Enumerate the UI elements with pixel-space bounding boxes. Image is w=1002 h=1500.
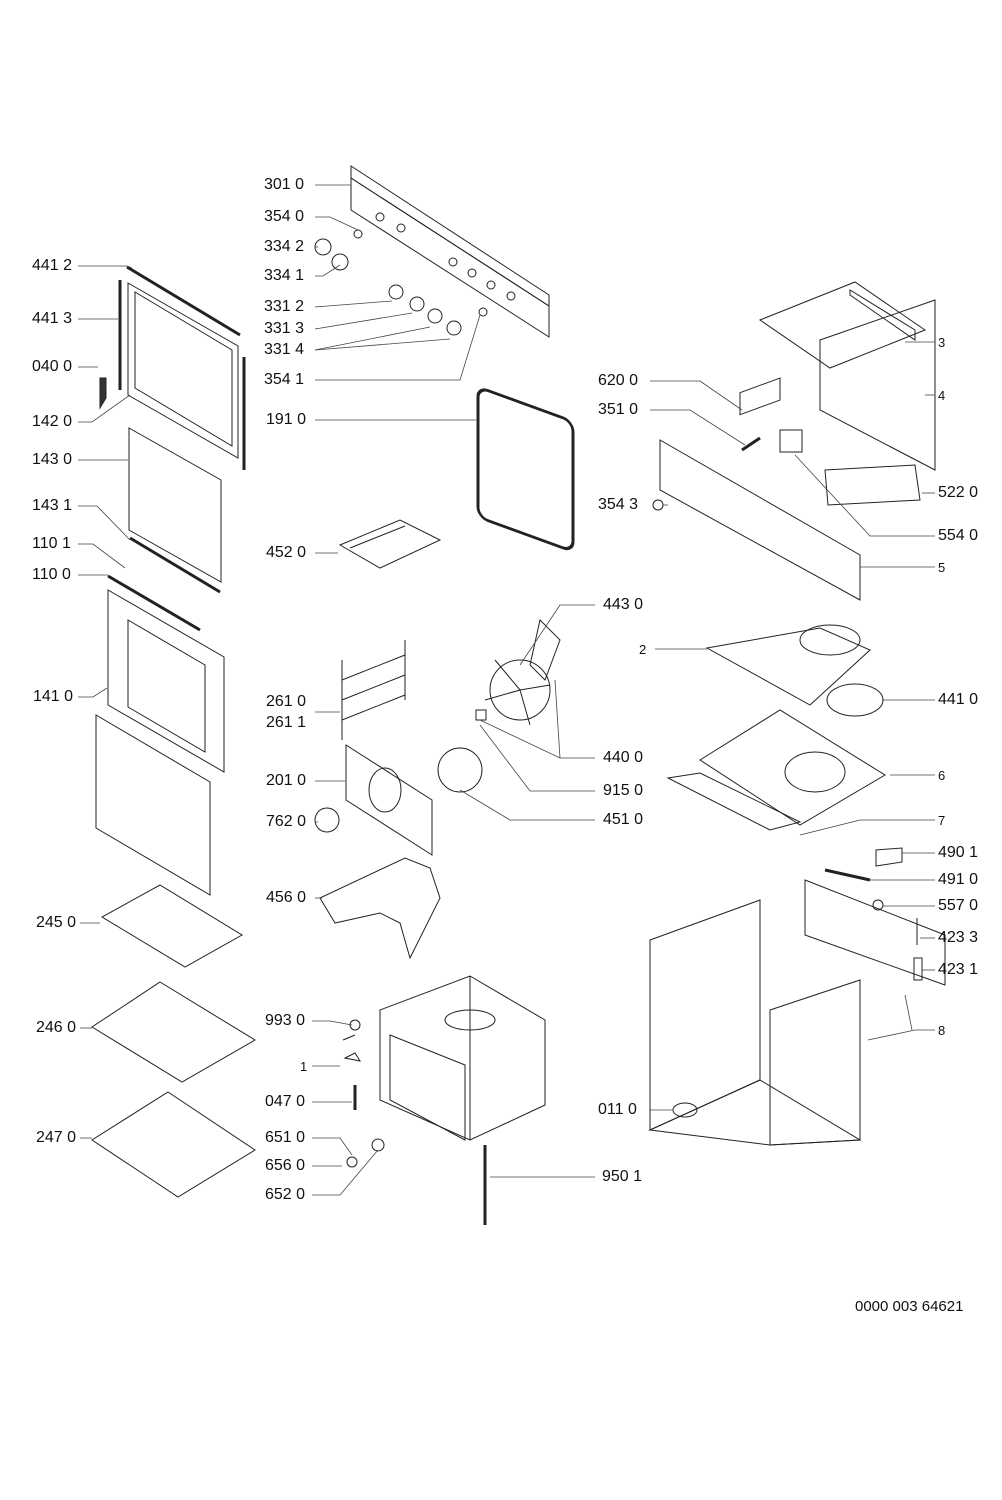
glass-strip-part [129, 536, 221, 594]
outer-door-glass-part [107, 589, 225, 773]
cooling-fan-part [826, 683, 884, 717]
part-label: 762 0 [266, 813, 307, 830]
knobs [314, 229, 488, 336]
part-label: 441 0 [938, 691, 979, 708]
part-label: 143 1 [32, 497, 73, 514]
part-label: 246 0 [36, 1019, 77, 1036]
document-number: 0000 003 64621 [855, 1298, 964, 1315]
part-label: 4 [938, 388, 946, 403]
switch-block-part [739, 377, 781, 416]
part-label: 554 0 [938, 527, 979, 544]
lower-element-part [319, 857, 441, 960]
part-label: 441 2 [32, 257, 73, 274]
part-label: 441 3 [32, 310, 73, 327]
fan-and-motor-part [475, 619, 561, 721]
part-label: 3 [938, 335, 946, 350]
part-label: 351 0 [598, 401, 639, 418]
base-plate-part [699, 709, 886, 826]
oven-cavity-part [379, 975, 546, 1141]
door-inner-frame-part [99, 265, 246, 470]
part-label: 620 0 [598, 372, 639, 389]
part-label: 443 0 [603, 596, 644, 613]
part-label: 143 0 [32, 451, 73, 468]
control-frame-part [659, 439, 861, 601]
part-label: 110 1 [32, 535, 71, 552]
part-label: 522 0 [938, 484, 979, 501]
part-label: 7 [938, 813, 946, 828]
front-strip-part [666, 772, 802, 831]
part-label: 331 4 [264, 341, 305, 358]
part-label: 110 0 [32, 566, 71, 583]
part-label: 011 0 [598, 1101, 637, 1118]
part-label: 5 [938, 560, 946, 575]
thermostat-part [779, 429, 803, 453]
door-seal-part [476, 388, 575, 551]
part-label: 331 3 [264, 320, 305, 337]
part-label: 201 0 [266, 772, 307, 789]
timer-part [824, 464, 921, 506]
part-label: 423 3 [938, 929, 979, 946]
part-label: 915 0 [603, 782, 644, 799]
baking-tray-part [91, 981, 256, 1083]
part-label: 354 0 [264, 208, 305, 225]
grill-element-part [338, 519, 442, 569]
part-label: 334 2 [264, 238, 305, 255]
top-cover-part [758, 281, 936, 471]
part-label: 423 1 [938, 961, 979, 978]
part-label: 456 0 [266, 889, 307, 906]
part-label: 6 [938, 768, 946, 783]
shelf-supports-part [341, 640, 406, 740]
part-label: 354 1 [264, 371, 305, 388]
part-label: 261 1 [266, 714, 307, 731]
wire-shelf-part [100, 884, 243, 968]
part-label: 8 [938, 1023, 946, 1038]
circular-element-part [437, 747, 483, 793]
part-label: 491 0 [938, 871, 979, 888]
part-label: 301 0 [264, 176, 305, 193]
rear-panel-part [345, 744, 433, 856]
part-label: 651 0 [265, 1129, 306, 1146]
part-label: 247 0 [36, 1129, 77, 1146]
part-label: 993 0 [265, 1012, 306, 1029]
part-label: 652 0 [265, 1186, 306, 1203]
part-label: 557 0 [938, 897, 979, 914]
part-label: 451 0 [603, 811, 644, 828]
gasket-part [314, 807, 340, 833]
part-label: 440 0 [603, 749, 644, 766]
part-label: 490 1 [938, 844, 979, 861]
control-panel-part [350, 165, 550, 338]
part-label: 334 1 [264, 267, 305, 284]
part-label: 047 0 [265, 1093, 306, 1110]
roasting-pan-part [91, 1091, 256, 1198]
part-label: 141 0 [33, 688, 74, 705]
part-label: 354 3 [598, 496, 639, 513]
leader-lines [78, 184, 935, 1196]
part-label: 452 0 [266, 544, 307, 561]
part-label: 245 0 [36, 914, 77, 931]
part-label: 191 0 [266, 411, 307, 428]
part-label: 040 0 [32, 358, 73, 375]
part-label: 950 1 [602, 1168, 643, 1185]
part-label: 261 0 [266, 693, 307, 710]
part-label: 1 [300, 1059, 308, 1074]
part-label: 331 2 [264, 298, 305, 315]
glass-panel-part [128, 427, 222, 583]
air-duct-part [705, 627, 871, 706]
handle-part [875, 847, 903, 867]
part-label: 2 [639, 642, 647, 657]
outer-casing-part [648, 879, 946, 1146]
part-label: 142 0 [32, 413, 73, 430]
part-label: 656 0 [265, 1157, 306, 1174]
